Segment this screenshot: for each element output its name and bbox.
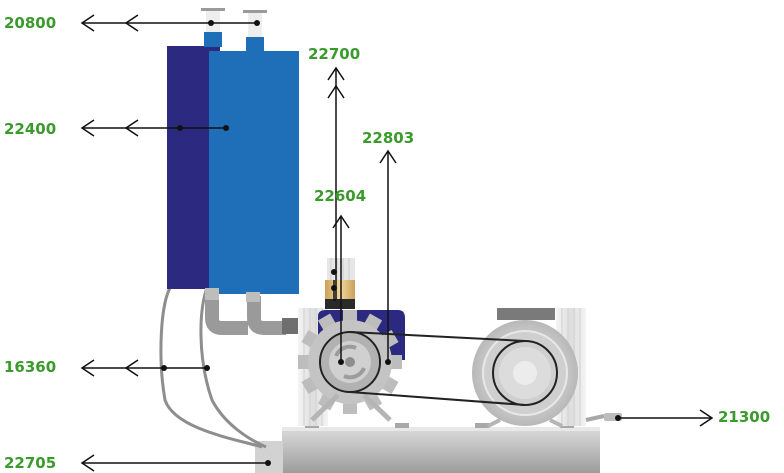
inlet-filter (325, 258, 355, 309)
pump-legs (310, 393, 392, 422)
label-22700: 22700 (308, 45, 361, 63)
base-plate (255, 423, 600, 473)
label-22400: 22400 (4, 120, 57, 138)
tank-assembly (167, 8, 299, 302)
label-22803: 22803 (362, 129, 415, 147)
label-22705: 22705 (4, 454, 57, 472)
label-22604: 22604 (314, 187, 367, 205)
intake-elbows (205, 296, 298, 335)
leader-lines (80, 14, 714, 472)
label-20800: 20800 (4, 14, 57, 32)
hoses (159, 284, 267, 449)
drive-belt (319, 331, 558, 406)
leader-dots (161, 20, 621, 466)
motor (472, 308, 586, 428)
label-16360: 16360 (4, 358, 57, 376)
label-21300: 21300 (718, 408, 771, 426)
